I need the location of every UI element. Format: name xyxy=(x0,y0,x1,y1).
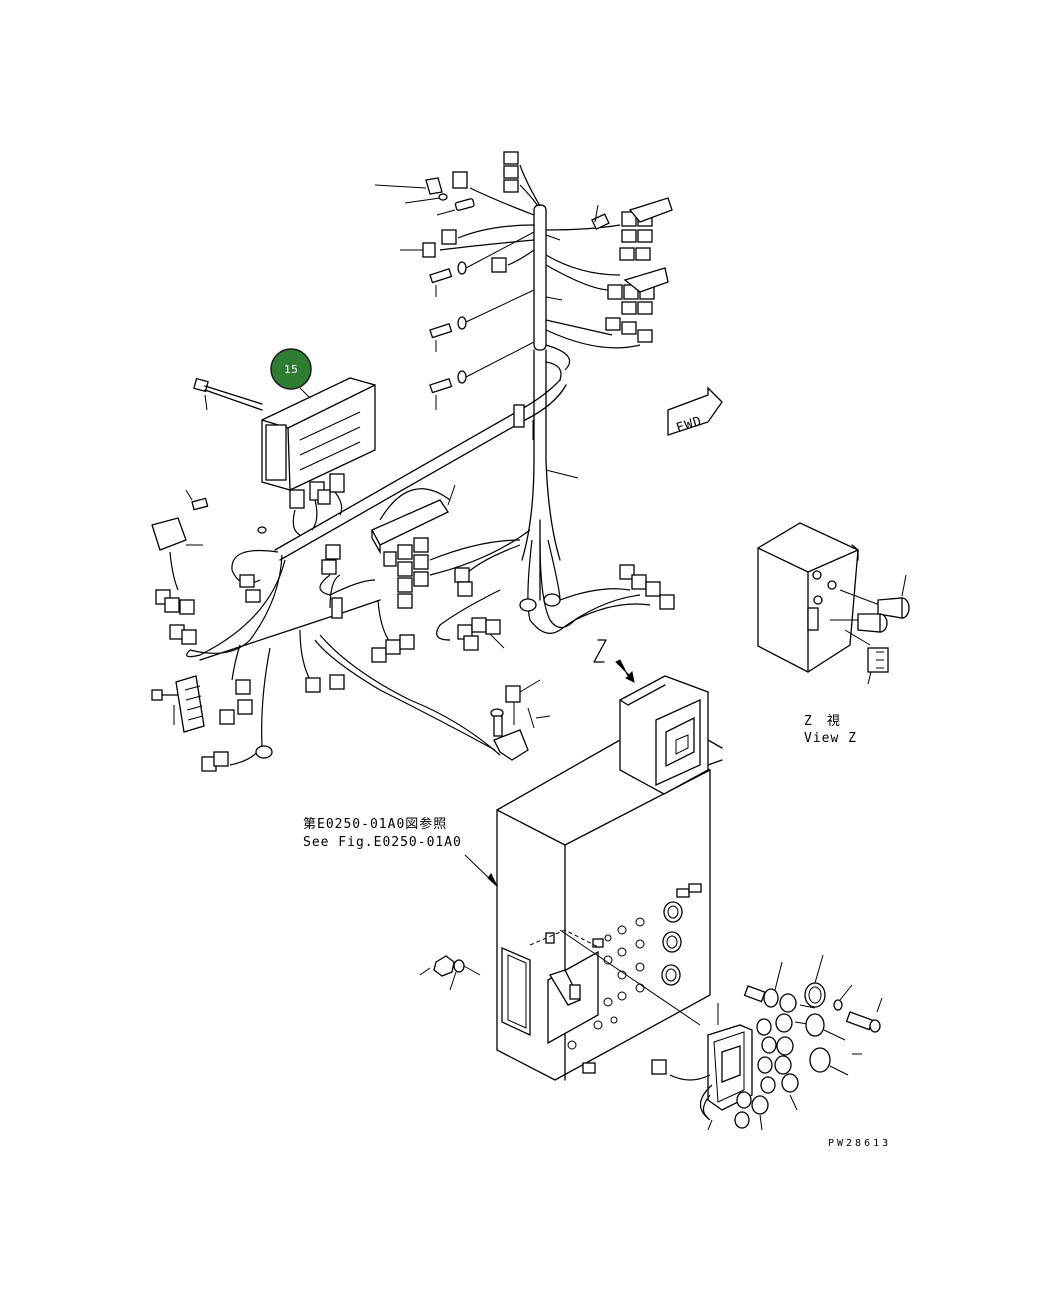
harness-branches-top xyxy=(422,151,641,371)
nut-washer xyxy=(419,955,481,991)
fwd-arrow-sign: FWD xyxy=(667,386,723,436)
mid-module xyxy=(371,484,456,555)
reference-leader xyxy=(464,854,498,887)
bracket-assembly xyxy=(490,679,551,761)
leader-lines-top-left xyxy=(374,177,475,251)
control-cabinet xyxy=(496,675,723,1081)
reference-label-en: See Fig.E0250-01A0 xyxy=(303,835,462,850)
callout-15[interactable]: 15 xyxy=(270,348,312,399)
harness-right-branches xyxy=(436,539,675,651)
cabinet-holes xyxy=(567,917,645,1050)
harness-cross-tube xyxy=(274,361,567,561)
switch-panel-assembly xyxy=(651,954,883,1131)
callout-15-number: 15 xyxy=(284,363,298,376)
z-view-arrow xyxy=(593,639,635,683)
left-relay xyxy=(151,489,209,645)
switches xyxy=(734,961,816,1131)
view-z-label-en: View Z xyxy=(804,731,857,746)
view-z-detail xyxy=(757,522,910,685)
comb-connector xyxy=(151,675,205,733)
view-z-label-jp: Z 視 xyxy=(804,714,841,729)
controller-unit xyxy=(193,377,376,536)
reference-label-jp: 第E0250-01A0図参照 xyxy=(303,816,447,832)
central-relay-cluster xyxy=(319,529,531,609)
callout-15-circle xyxy=(270,348,312,390)
bolts-washers xyxy=(429,231,535,410)
harness-trunk xyxy=(521,204,579,601)
drawing-code: PW28613 xyxy=(828,1138,891,1149)
harness-left-loops xyxy=(186,526,286,658)
harness-lower-junction xyxy=(199,574,501,772)
relay-group-top-right xyxy=(591,197,673,343)
